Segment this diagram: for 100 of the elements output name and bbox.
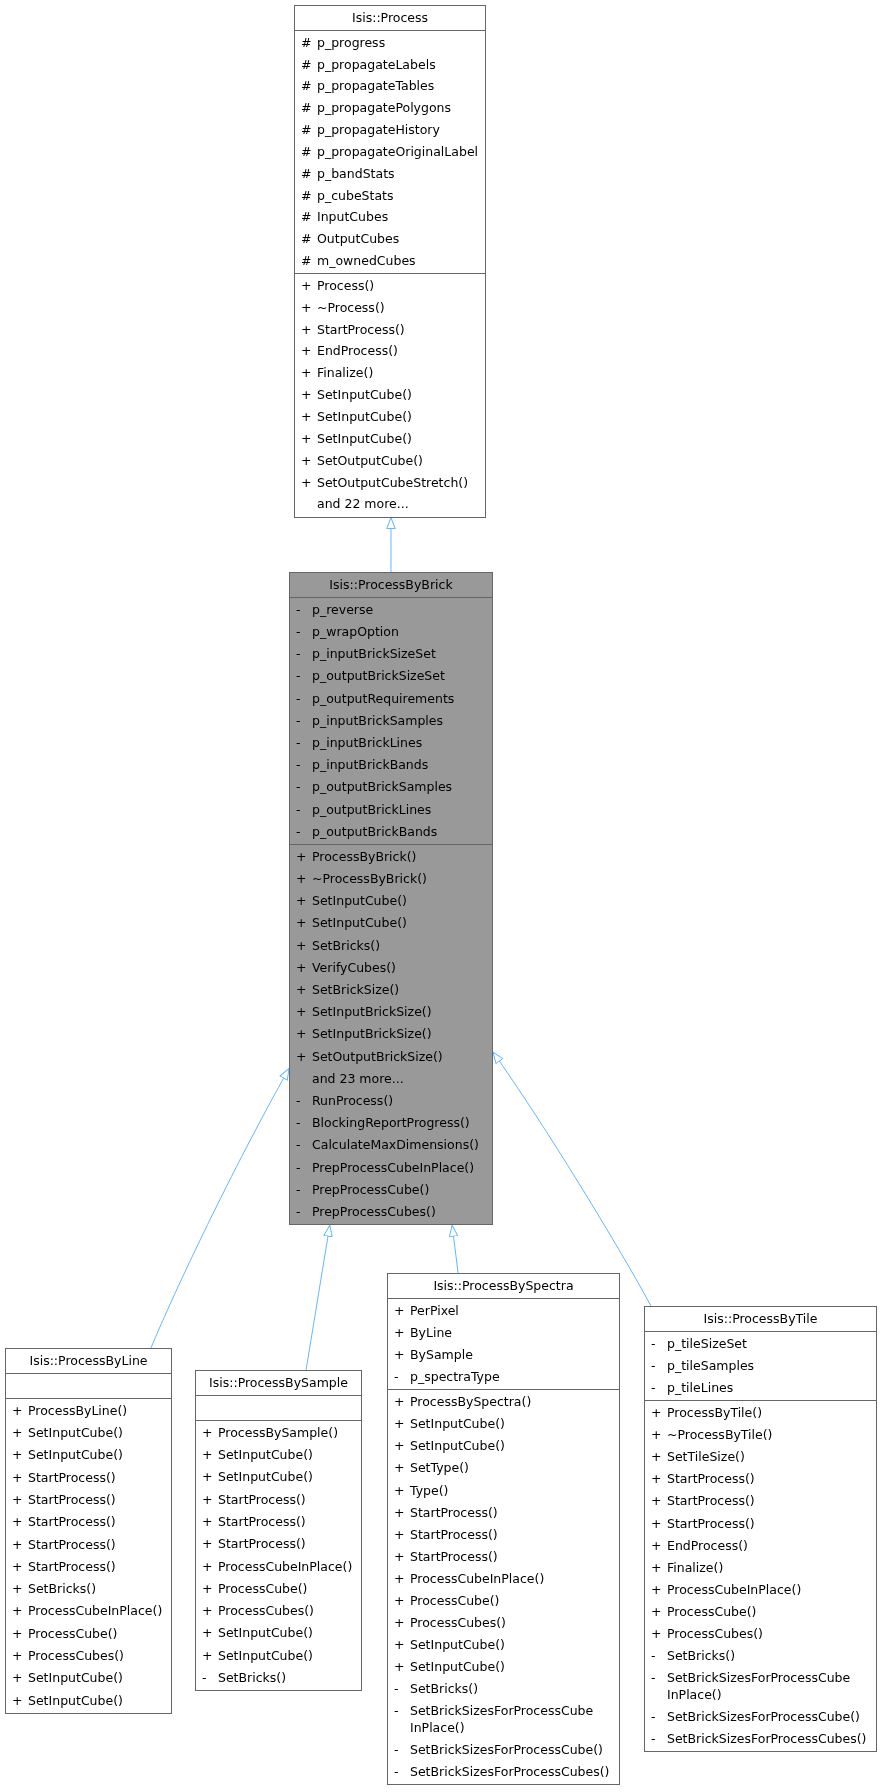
attribute-entry: + ByLine bbox=[394, 1323, 453, 1342]
method-entry: + SetType() bbox=[394, 1459, 469, 1478]
method-entry: + StartProcess() bbox=[202, 1535, 306, 1554]
method-entry: + ProcessCubeInPlace() bbox=[12, 1602, 163, 1621]
method-entry: - RunProcess() bbox=[296, 1091, 394, 1110]
method-entry: - SetBrickSizesForProcessCube() bbox=[651, 1707, 860, 1726]
method-entry: + ProcessCubes() bbox=[651, 1625, 763, 1643]
method-entry: + ProcessCube() bbox=[12, 1624, 118, 1643]
method-entry: - SetBrickSizesForProcessCube() bbox=[394, 1741, 603, 1760]
more-members-note: and 23 more... bbox=[312, 1069, 404, 1088]
method-entry: + StartProcess() bbox=[394, 1547, 498, 1566]
attribute-entry: + PerPixel bbox=[394, 1301, 459, 1320]
attribute-entry: - p_outputRequirements bbox=[296, 689, 455, 708]
method-entry: + ProcessCubeInPlace() bbox=[394, 1569, 545, 1588]
method-entry: + SetInputCube() bbox=[296, 892, 407, 911]
method-entry: + SetInputCube() bbox=[12, 1669, 123, 1688]
method-entry: + ProcessCube() bbox=[394, 1592, 500, 1610]
method-entry: + StartProcess() bbox=[12, 1491, 116, 1509]
attribute-entry: # p_propagateHistory bbox=[301, 121, 440, 140]
attribute-entry: - p_tileSamples bbox=[651, 1356, 755, 1375]
method-entry: + SetInputCube() bbox=[12, 1691, 123, 1710]
method-entry: + SetInputCube() bbox=[301, 429, 412, 448]
method-entry: + SetInputCube() bbox=[296, 914, 407, 933]
class-name: Isis::ProcessBySample bbox=[209, 1375, 348, 1391]
inheritance-arrow bbox=[305, 1224, 333, 1371]
inheritance-arrow bbox=[150, 1067, 290, 1349]
method-entry: - SetBricks() bbox=[394, 1680, 479, 1699]
attribute-entry: - p_inputBrickSizeSet bbox=[296, 645, 436, 664]
method-entry: + SetOutputBrickSize() bbox=[296, 1047, 443, 1066]
method-entry: - BlockingReportProgress() bbox=[296, 1114, 470, 1133]
method-entry: + SetInputCube() bbox=[394, 1658, 505, 1677]
method-entry: - SetBricks() bbox=[651, 1647, 736, 1666]
method-entry: + SetInputCube() bbox=[12, 1446, 123, 1465]
method-entry: + ProcessBySample() bbox=[202, 1423, 338, 1442]
attribute-entry: - p_outputBrickSizeSet bbox=[296, 667, 445, 686]
method-entry: + StartProcess() bbox=[394, 1525, 498, 1544]
method-entry: + Finalize() bbox=[651, 1558, 724, 1577]
method-entry: + VerifyCubes() bbox=[296, 958, 396, 977]
method-entry: - PrepProcessCube() bbox=[296, 1180, 430, 1199]
method-entry: + ProcessByTile() bbox=[651, 1404, 763, 1423]
method-entry: + SetBricks() bbox=[12, 1580, 97, 1599]
uml-class bbox=[294, 5, 486, 518]
method-entry: + ProcessCubes() bbox=[202, 1602, 314, 1621]
inheritance-arrow bbox=[492, 1051, 652, 1307]
attribute-entry: - p_wrapOption bbox=[296, 623, 399, 642]
method-entry: + ProcessBySpectra() bbox=[394, 1393, 532, 1412]
method-entry: + ~Process() bbox=[301, 298, 385, 317]
class-name: Isis::Process bbox=[352, 10, 428, 26]
method-entry: + SetInputCube() bbox=[394, 1415, 505, 1434]
uml-class bbox=[5, 1348, 172, 1714]
method-entry: + SetInputCube() bbox=[301, 386, 412, 405]
method-entry: + ~ProcessByTile() bbox=[651, 1426, 773, 1445]
attribute-entry: # p_progress bbox=[301, 33, 386, 52]
uml-class bbox=[195, 1370, 362, 1692]
method-entry: + ProcessCube() bbox=[202, 1579, 308, 1598]
more-members-note: and 22 more... bbox=[317, 495, 409, 514]
method-entry: + StartProcess() bbox=[394, 1503, 498, 1522]
method-entry: + Type() bbox=[394, 1481, 449, 1500]
method-entry: + Process() bbox=[301, 276, 375, 295]
method-entry: + StartProcess() bbox=[12, 1535, 116, 1554]
method-entry: + StartProcess() bbox=[651, 1492, 755, 1511]
attribute-entry: # m_ownedCubes bbox=[301, 252, 416, 271]
method-entry: + StartProcess() bbox=[651, 1470, 755, 1489]
attribute-entry: - p_reverse bbox=[296, 600, 374, 619]
method-entry: - SetBrickSizesForProcessCubes() bbox=[651, 1729, 867, 1748]
method-entry: + SetInputCube() bbox=[301, 408, 412, 426]
attribute-entry: - p_outputBrickSamples bbox=[296, 778, 453, 797]
attribute-entry: # p_propagateTables bbox=[301, 77, 435, 96]
uml-class bbox=[387, 1273, 620, 1786]
uml-class bbox=[289, 572, 493, 1226]
attribute-entry: # p_bandStats bbox=[301, 164, 395, 183]
class-name: Isis::ProcessByBrick bbox=[329, 577, 453, 593]
attribute-entry: # p_propagatePolygons bbox=[301, 99, 452, 118]
attribute-entry: # p_cubeStats bbox=[301, 186, 394, 205]
method-entry: + StartProcess() bbox=[12, 1513, 116, 1532]
method-entry: - SetBricks() bbox=[202, 1669, 287, 1687]
method-entry: - PrepProcessCubes() bbox=[296, 1202, 436, 1221]
method-entry: + StartProcess() bbox=[202, 1490, 306, 1509]
attribute-entry: - p_tileSizeSet bbox=[651, 1334, 747, 1353]
method-entry: + ~ProcessByBrick() bbox=[296, 870, 427, 889]
method-entry: + SetInputCube() bbox=[394, 1636, 505, 1655]
method-entry: + SetBrickSize() bbox=[296, 981, 400, 1000]
method-entry: + StartProcess() bbox=[12, 1468, 116, 1487]
method-entry: + StartProcess() bbox=[651, 1514, 755, 1533]
attribute-entry: - p_inputBrickLines bbox=[296, 733, 423, 752]
attribute-entry: - p_spectraType bbox=[394, 1368, 500, 1387]
method-entry: + StartProcess() bbox=[301, 320, 405, 339]
method-entry: + ProcessCubeInPlace() bbox=[202, 1557, 353, 1576]
class-name: Isis::ProcessByTile bbox=[703, 1311, 818, 1327]
method-entry: + EndProcess() bbox=[301, 342, 398, 361]
method-entry: + SetInputCube() bbox=[202, 1446, 313, 1465]
attribute-entry: - p_tileLines bbox=[651, 1379, 734, 1397]
method-entry: - SetBrickSizesForProcessCubes() bbox=[394, 1763, 610, 1782]
attribute-entry: + BySample bbox=[394, 1346, 473, 1364]
method-entry: + SetInputCube() bbox=[202, 1624, 313, 1643]
method-entry: + SetInputBrickSize() bbox=[296, 1025, 432, 1044]
method-entry: + SetInputCube() bbox=[394, 1437, 505, 1456]
inheritance-arrow bbox=[448, 1224, 459, 1274]
attribute-entry: # OutputCubes bbox=[301, 230, 400, 249]
method-entry: + SetOutputCubeStretch() bbox=[301, 473, 469, 492]
